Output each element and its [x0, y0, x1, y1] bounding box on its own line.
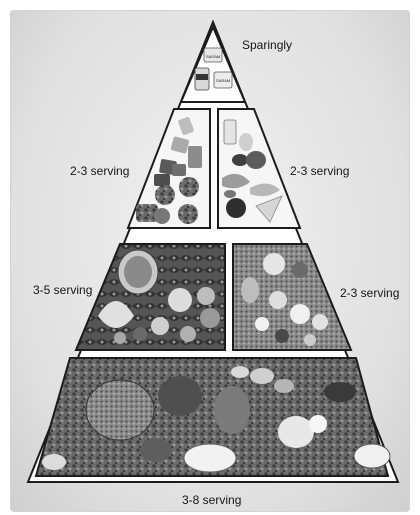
- tier2-left-panel: [128, 109, 210, 228]
- tier2-right-panel: [218, 109, 300, 228]
- tier-label-tier2-right: 2-3 serving: [290, 164, 349, 178]
- tier-label-tier3-left: 3-5 serving: [33, 283, 92, 297]
- tier3-right-panel: [233, 244, 351, 350]
- package-label: SARAM: [216, 78, 230, 83]
- tier3-left-panel: [76, 244, 225, 350]
- tier-label-base: 3-8 serving: [182, 493, 241, 507]
- tier-label-tier3-right: 2-3 serving: [340, 286, 399, 300]
- sparingly-tier: SARAM SARAM: [181, 27, 245, 102]
- tier-label-tier2-left: 2-3 serving: [70, 164, 129, 178]
- package-label: SARAM: [206, 54, 220, 59]
- tier-label-sparingly: Sparingly: [242, 38, 292, 52]
- base-tier-panel: [36, 358, 390, 476]
